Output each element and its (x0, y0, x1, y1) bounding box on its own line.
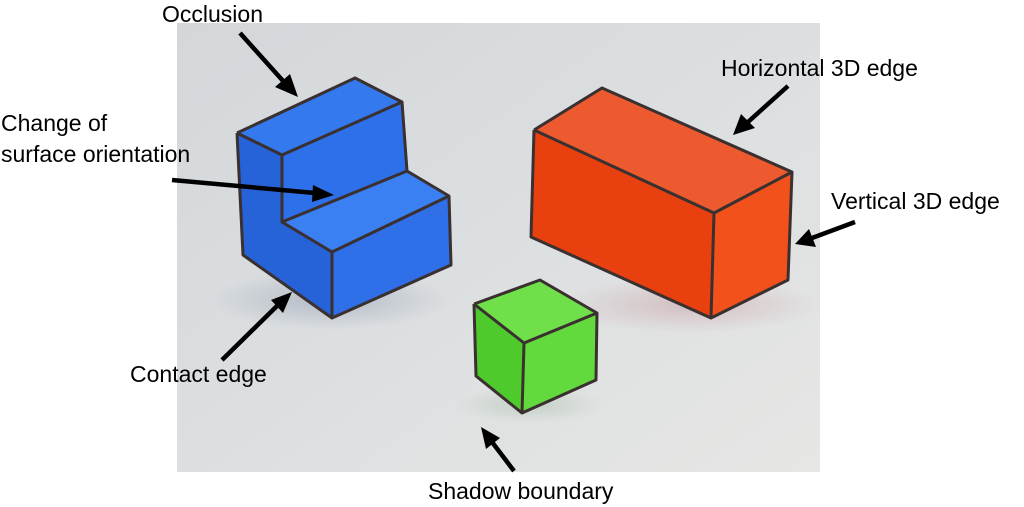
arrow-surface-orientation (171, 177, 334, 202)
green-cube-left-face (474, 304, 524, 413)
arrow-horizontal-3d-edge (733, 84, 790, 135)
arrow-contact-edge (220, 292, 292, 362)
arrow-vertical-3d-edge (795, 219, 856, 247)
label-shadow-boundary: Shadow boundary (428, 478, 614, 504)
blue-block-upper-top (237, 78, 402, 155)
label-horizontal-3d-edge: Horizontal 3D edge (721, 55, 918, 81)
blue-step-block (235, 76, 453, 320)
orange-box-right-face (711, 172, 792, 318)
orange-box-top (534, 88, 792, 213)
orange-box (529, 86, 794, 320)
label-vertical-3d-edge: Vertical 3D edge (831, 188, 1000, 214)
label-surface-orientation-line2: surface orientation (1, 141, 190, 167)
label-contact-edge: Contact edge (130, 361, 267, 387)
arrow-shadow-boundary (481, 427, 516, 473)
orange-box-front-face (531, 130, 714, 318)
label-surface-orientation-line1: Change of (1, 110, 108, 136)
arrow-occlusion (238, 31, 298, 97)
blue-block-lower-top (282, 171, 449, 252)
blue-block-left-face (237, 133, 332, 318)
green-cube (472, 278, 599, 415)
blue-block-lower-front (332, 196, 451, 318)
label-occlusion: Occlusion (162, 1, 263, 27)
green-cube-right-face (522, 313, 597, 413)
